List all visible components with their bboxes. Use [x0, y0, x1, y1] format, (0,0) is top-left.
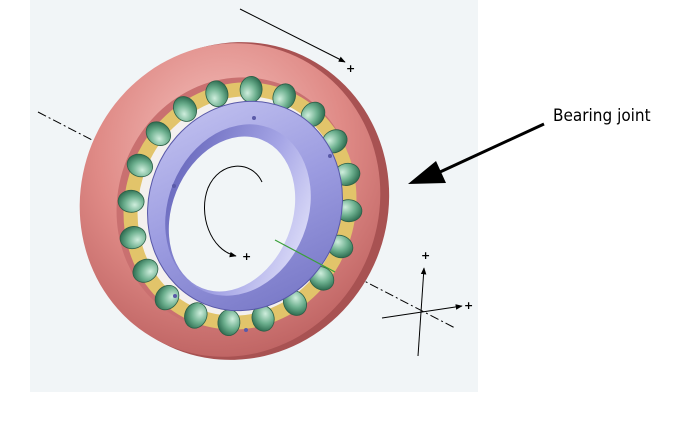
roller	[126, 153, 154, 178]
roller	[132, 258, 159, 283]
rotation-indicator: +	[204, 165, 263, 263]
inner-race	[147, 100, 343, 332]
roller	[173, 96, 197, 122]
roller	[205, 80, 229, 107]
translation-axis-plus: +	[346, 62, 355, 75]
triad-up-plus: +	[421, 249, 430, 262]
callout-arrow	[439, 122, 545, 174]
joint-axis-accent	[274, 239, 336, 273]
roller	[119, 226, 147, 250]
roller	[145, 121, 172, 146]
triad-right-plus: +	[464, 299, 473, 312]
roller	[184, 302, 208, 329]
coordinate-triad: + +	[381, 249, 473, 357]
translation-axis-line	[239, 8, 346, 63]
bearing-joint-label: Bearing joint	[553, 106, 651, 126]
callout-arrowhead	[408, 161, 446, 184]
rotation-plus: +	[242, 250, 251, 263]
roller	[154, 284, 180, 311]
roller	[117, 189, 145, 213]
